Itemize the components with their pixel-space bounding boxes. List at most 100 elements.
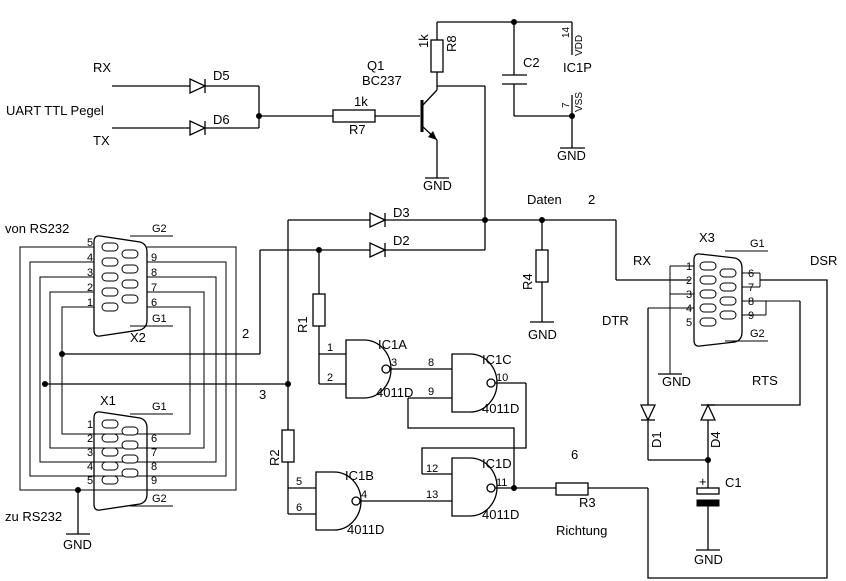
nand-gate-ic1b: 5 6 4 IC1B 4011D bbox=[288, 468, 452, 537]
nand-gate-ic1d: 12 13 11 IC1D 4011D bbox=[422, 456, 556, 522]
resistor-r8 bbox=[430, 39, 444, 73]
x2-pin-1: 1 bbox=[87, 297, 93, 309]
ic1a-pin-3: 3 bbox=[391, 357, 397, 369]
r7-value: 1k bbox=[354, 94, 368, 109]
vdd-pin: 14 bbox=[561, 26, 572, 38]
x3-pin-9: 9 bbox=[748, 310, 754, 322]
ic1b-type: 4011D bbox=[347, 522, 384, 537]
ic1d-pin-13: 13 bbox=[426, 489, 438, 501]
ic1a-pin-1: 1 bbox=[327, 342, 333, 354]
x1-label: X1 bbox=[100, 393, 116, 408]
d5-label: D5 bbox=[213, 68, 230, 83]
ic1c-pin-8: 8 bbox=[428, 357, 434, 369]
rts-label: RTS bbox=[752, 373, 778, 388]
flipflop-wires bbox=[407, 383, 527, 488]
richtung-label: Richtung bbox=[556, 523, 607, 538]
vss-pin: 7 bbox=[561, 102, 572, 108]
gnd-q1: GND bbox=[423, 178, 452, 193]
x3-pin-2: 2 bbox=[686, 275, 692, 287]
resistors-r1-r2: R1 R2 bbox=[267, 250, 326, 514]
x2-pin-9: 9 bbox=[151, 252, 157, 264]
daten-net-number: 2 bbox=[588, 192, 595, 207]
connector-x1: 1 2 3 4 5 6 7 8 9 X1 G1 G2 GND zu RS232 bbox=[5, 393, 173, 552]
ic1b-pin-5: 5 bbox=[296, 476, 302, 488]
ic1d-label: IC1D bbox=[482, 456, 512, 471]
diode-d3 bbox=[369, 211, 387, 229]
ic1c-pin-10: 10 bbox=[496, 372, 508, 384]
resistor-r7 bbox=[332, 109, 376, 123]
d4-label: D4 bbox=[708, 431, 723, 448]
x2-label: X2 bbox=[130, 330, 146, 345]
uart-input-section: RX UART TTL Pegel TX D5 D6 1k R7 bbox=[6, 19, 592, 193]
d6-label: D6 bbox=[213, 112, 230, 127]
d3-label: D3 bbox=[393, 205, 410, 220]
c1-label: C1 bbox=[725, 475, 742, 490]
diode-d6 bbox=[189, 119, 207, 137]
x1-pin-1: 1 bbox=[87, 419, 93, 431]
net-2-label: 2 bbox=[242, 326, 249, 341]
gnd-x3: GND bbox=[662, 374, 691, 389]
ic1c-type: 4011D bbox=[482, 401, 519, 416]
gnd-c1: GND bbox=[694, 552, 723, 567]
zu-rs232-label: zu RS232 bbox=[5, 509, 62, 524]
x2-pin-8: 8 bbox=[151, 267, 157, 279]
c2-label: C2 bbox=[523, 55, 540, 70]
capacitor-c2 bbox=[502, 22, 527, 116]
diode-d2 bbox=[369, 241, 387, 259]
x1-pin-2: 2 bbox=[87, 433, 93, 445]
connector-x2: von RS232 5 4 3 2 1 9 8 7 6 G2 G1 X2 bbox=[5, 221, 173, 345]
x1-pin-6: 6 bbox=[151, 433, 157, 445]
resistor-r1 bbox=[312, 293, 326, 327]
x1-pin-7: 7 bbox=[151, 447, 157, 459]
d2-label: D2 bbox=[393, 233, 410, 248]
uart-ttl-label: UART TTL Pegel bbox=[6, 103, 104, 118]
transistor-q1 bbox=[420, 86, 438, 178]
rx-x3-label: RX bbox=[633, 253, 651, 268]
x2-pin-7: 7 bbox=[151, 282, 157, 294]
x2-pin-4: 4 bbox=[87, 252, 93, 264]
r8-label: R8 bbox=[444, 35, 459, 52]
x2-pin-5: 5 bbox=[87, 237, 93, 249]
ic1b-pin-4: 4 bbox=[361, 489, 367, 501]
richtung-path: 6 R3 Richtung bbox=[555, 279, 828, 579]
diode-d5 bbox=[189, 77, 207, 95]
x3-pin-1: 1 bbox=[686, 261, 692, 273]
ic1d-pin-11: 11 bbox=[496, 477, 507, 489]
q1-label: Q1 bbox=[367, 58, 384, 73]
gnd-ic1p: GND bbox=[557, 148, 586, 163]
x1-pin-5: 5 bbox=[87, 475, 93, 487]
x2-g2-label: G2 bbox=[152, 223, 167, 235]
dsr-label: DSR bbox=[810, 253, 837, 268]
x2-pin-3: 3 bbox=[87, 267, 93, 279]
x1-pin-4: 4 bbox=[87, 461, 93, 473]
x3-pin-7: 7 bbox=[748, 282, 754, 294]
resistor-r2 bbox=[281, 429, 295, 463]
c1-plus: + bbox=[699, 474, 707, 489]
power-supply-section: D1 D4 + C1 GND bbox=[639, 301, 801, 567]
q1-type: BC237 bbox=[362, 73, 402, 88]
x3-g1-label: G1 bbox=[750, 238, 765, 250]
x3-pin-6: 6 bbox=[748, 268, 754, 280]
vss-label: VSS bbox=[574, 92, 585, 112]
x3-label: X3 bbox=[699, 230, 715, 245]
data-bus: Daten 2 D3 D2 R4 GND RX bbox=[260, 86, 690, 342]
ic1d-type: 4011D bbox=[482, 507, 519, 522]
x3-g2-label: G2 bbox=[750, 328, 765, 340]
net-3-label: 3 bbox=[259, 387, 266, 402]
r8-value: 1k bbox=[416, 34, 431, 48]
ic1c-pin-9: 9 bbox=[428, 386, 434, 398]
ic1b-label: IC1B bbox=[345, 468, 374, 483]
r2-label: R2 bbox=[267, 449, 282, 466]
x3-pin-5: 5 bbox=[686, 317, 692, 329]
vdd-label: VDD bbox=[574, 35, 585, 56]
ic1b-pin-6: 6 bbox=[296, 502, 302, 514]
ic1p-label: IC1P bbox=[563, 60, 592, 75]
rx-input-label: RX bbox=[93, 60, 111, 75]
net-6-label: 6 bbox=[571, 447, 578, 462]
gnd-r4: GND bbox=[528, 327, 557, 342]
x1-g2-label: G2 bbox=[152, 493, 167, 505]
x2-pin-2: 2 bbox=[87, 282, 93, 294]
r3-label: R3 bbox=[579, 495, 596, 510]
von-rs232-label: von RS232 bbox=[5, 221, 69, 236]
